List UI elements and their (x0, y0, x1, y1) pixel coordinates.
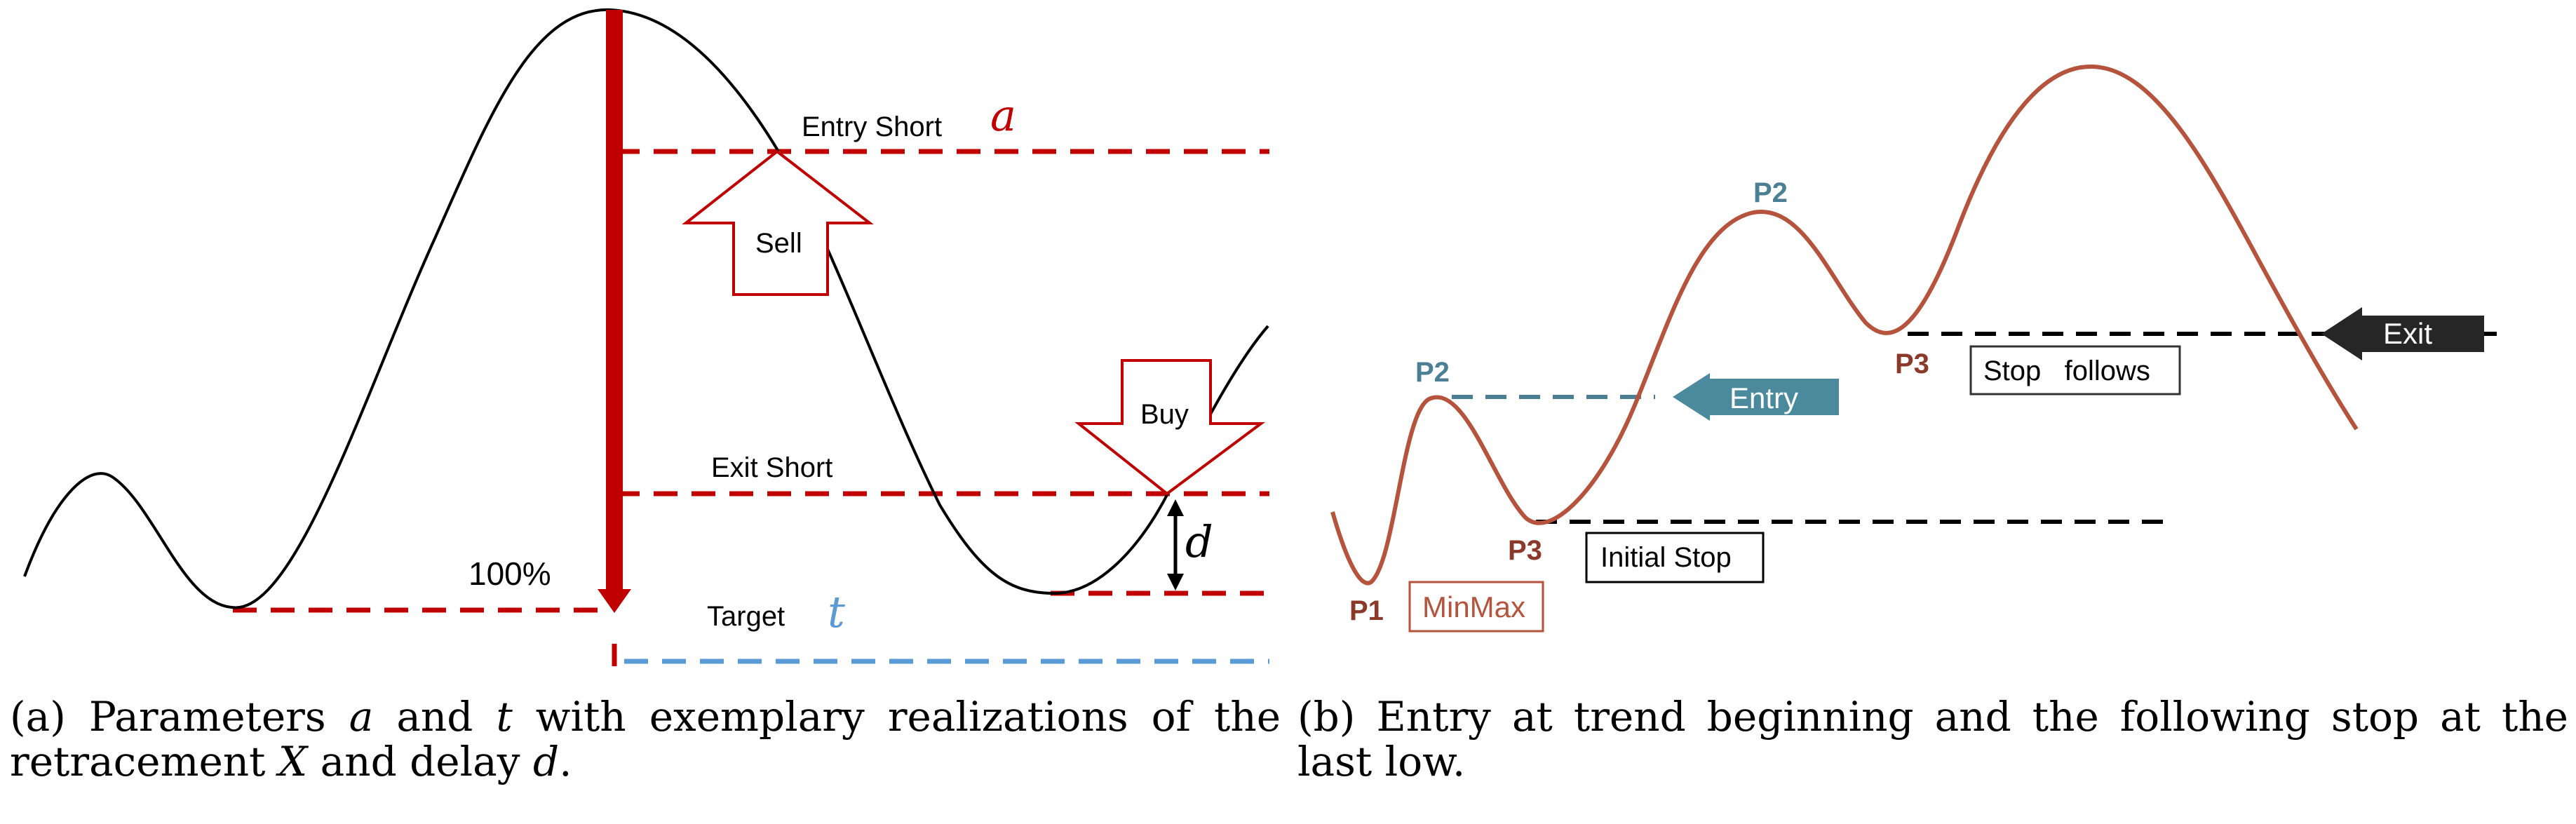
p3-high-label: P3 (1895, 349, 1929, 379)
retracement-arrow-shaft (606, 10, 623, 592)
p3-low-label: P3 (1508, 535, 1542, 566)
minmax-label: MinMax (1422, 590, 1525, 623)
price-curve-b (1330, 65, 2359, 586)
panel-b: P1 P2 P3 P2 P3 MinMax Initial Stop Stop … (1330, 65, 2497, 633)
entry-label: Entry (1729, 381, 1798, 414)
caption-a-text-1: Parameters (88, 693, 326, 741)
price-curve-a (23, 8, 1269, 609)
entry-short-label: Entry Short (802, 112, 942, 142)
p2-high-label: P2 (1753, 177, 1788, 208)
initial-stop-label: Initial Stop (1600, 542, 1732, 573)
caption-b: (b) Entry at trend beginning and the fol… (1297, 694, 2568, 784)
caption-b-tag: (b) (1297, 693, 1356, 741)
delay-d-arrow-head-up (1167, 499, 1184, 516)
param-d-label: d (1185, 516, 1213, 567)
retracement-arrow-head (598, 589, 631, 613)
sell-label: Sell (755, 228, 802, 259)
buy-label: Buy (1140, 399, 1189, 430)
caption-b-text: Entry at trend beginning and the followi… (1297, 693, 2568, 785)
target-label: Target (707, 601, 785, 632)
buy-arrow (1074, 359, 1266, 496)
caption-a-text-2: and (396, 693, 473, 741)
entry-arrow (1673, 373, 1839, 421)
param-t-label: t (828, 586, 845, 637)
p1-label: P1 (1349, 595, 1384, 626)
caption-a: (a) Parameters a and t with exemplary re… (10, 694, 1281, 784)
caption-a-var-a: a (349, 693, 374, 741)
p2-low-label: P2 (1415, 357, 1450, 388)
caption-a-text-4: and delay (320, 738, 520, 785)
stop-follows-label: Stop follows (1983, 356, 2150, 386)
param-a-label: a (990, 90, 1016, 141)
initial-stop-box (1585, 532, 1765, 583)
caption-a-text-5: . (559, 738, 572, 785)
caption-a-var-x: X (278, 738, 308, 785)
percent-label: 100% (468, 555, 551, 592)
caption-a-tag: (a) (10, 693, 66, 741)
panel-a: Entry Short a Sell Buy Exit Short d 100%… (23, 8, 1269, 666)
exit-arrow (2321, 307, 2484, 360)
minmax-box (1408, 581, 1544, 633)
delay-d-arrow-head-down (1167, 574, 1184, 590)
caption-a-text-3: with exemplary realizations of the retra… (10, 693, 1281, 785)
sell-arrow (682, 149, 874, 296)
exit-short-label: Exit Short (711, 452, 832, 483)
stop-follows-box (1969, 345, 2181, 396)
caption-a-var-t: t (496, 693, 513, 741)
exit-label: Exit (2383, 317, 2432, 350)
caption-a-var-d: d (532, 738, 560, 785)
